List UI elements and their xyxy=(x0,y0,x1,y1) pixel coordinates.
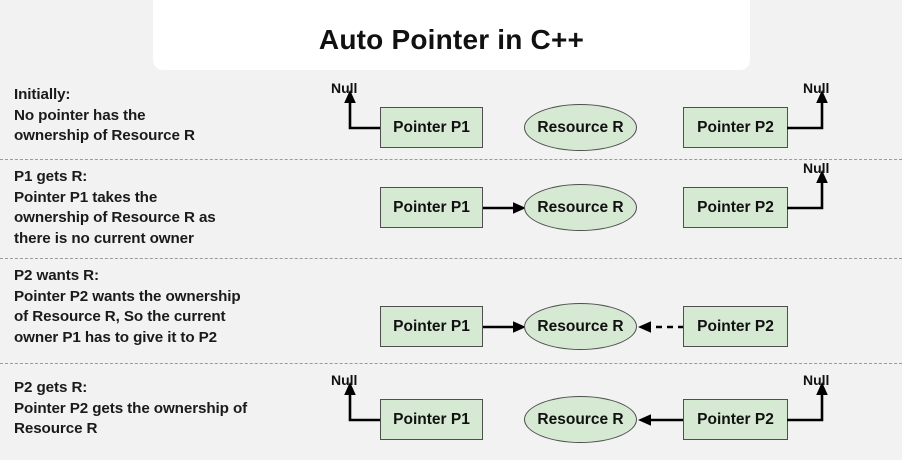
row-divider-1 xyxy=(0,159,902,160)
arrow-p2-to-null-initially xyxy=(787,90,828,130)
step-body-line-3: there is no current owner xyxy=(14,229,194,247)
node-resource-r-p2-wants-r[interactable]: Resource R xyxy=(524,303,637,350)
step-body-line-1: Pointer P2 gets the ownership of xyxy=(14,399,248,417)
step-heading: P1 gets R: xyxy=(14,168,88,185)
node-pointer-p2-p2-gets-r[interactable]: Pointer P2 xyxy=(683,399,788,440)
step-description-initially: Initially: No pointer has the ownership … xyxy=(14,85,344,147)
null-label-p2-p1-gets-r: Null xyxy=(803,160,830,176)
null-label-p2-initially: Null xyxy=(803,80,830,96)
node-pointer-p1-p2-gets-r[interactable]: Pointer P1 xyxy=(380,399,483,440)
step-heading: P2 wants R: xyxy=(14,267,99,284)
node-resource-r-p1-gets-r[interactable]: Resource R xyxy=(524,184,637,231)
node-pointer-p1-initially[interactable]: Pointer P1 xyxy=(380,107,483,148)
step-heading: Initially: xyxy=(14,86,71,103)
node-pointer-p2-initially[interactable]: Pointer P2 xyxy=(683,107,788,148)
step-body-line-2: ownership of Resource R as xyxy=(14,209,216,226)
arrow-p2-to-null-p1-gets-r xyxy=(787,170,828,210)
step-body-line-1: Pointer P2 wants the ownership xyxy=(14,287,241,305)
node-resource-r-initially[interactable]: Resource R xyxy=(524,104,637,151)
node-pointer-p2-p2-wants-r[interactable]: Pointer P2 xyxy=(683,306,788,347)
node-pointer-p2-p1-gets-r[interactable]: Pointer P2 xyxy=(683,187,788,228)
arrow-p2-to-resource-dashed-p2-wants-r xyxy=(638,321,684,333)
node-pointer-p1-p2-wants-r[interactable]: Pointer P1 xyxy=(380,306,483,347)
step-body-line-2: of Resource R, So the current xyxy=(14,308,226,325)
arrow-p1-to-resource-p1-gets-r xyxy=(483,202,526,214)
arrow-p1-to-null-initially xyxy=(344,90,388,130)
step-body-line-3: owner P1 has to give it to P2 xyxy=(14,328,218,346)
step-body-line-2: Resource R xyxy=(14,420,98,437)
title-card: Auto Pointer in C++ xyxy=(153,0,750,70)
arrow-p1-to-resource-p2-wants-r xyxy=(483,321,526,333)
step-heading: P2 gets R: xyxy=(14,379,88,396)
row-divider-3 xyxy=(0,363,902,364)
node-pointer-p1-p1-gets-r[interactable]: Pointer P1 xyxy=(380,187,483,228)
step-body-line-2: ownership of Resource R xyxy=(14,127,195,144)
arrow-p2-to-resource-p2-gets-r xyxy=(638,414,684,426)
node-resource-r-p2-gets-r[interactable]: Resource R xyxy=(524,396,637,443)
step-body-line-1: Pointer P1 takes the xyxy=(14,188,158,206)
step-body-line-1: No pointer has the xyxy=(14,106,146,124)
page-title: Auto Pointer in C++ xyxy=(318,24,585,55)
step-description-p2-wants-r: P2 wants R: Pointer P2 wants the ownersh… xyxy=(14,266,344,348)
step-description-p2-gets-r: P2 gets R: Pointer P2 gets the ownership… xyxy=(14,378,344,440)
arrow-p2-to-null-p2-gets-r xyxy=(787,382,828,422)
null-label-p2-p2-gets-r: Null xyxy=(803,372,830,388)
step-description-p1-gets-r: P1 gets R: Pointer P1 takes the ownershi… xyxy=(14,167,344,249)
arrow-p1-to-null-p2-gets-r xyxy=(344,382,388,422)
row-divider-2 xyxy=(0,258,902,259)
